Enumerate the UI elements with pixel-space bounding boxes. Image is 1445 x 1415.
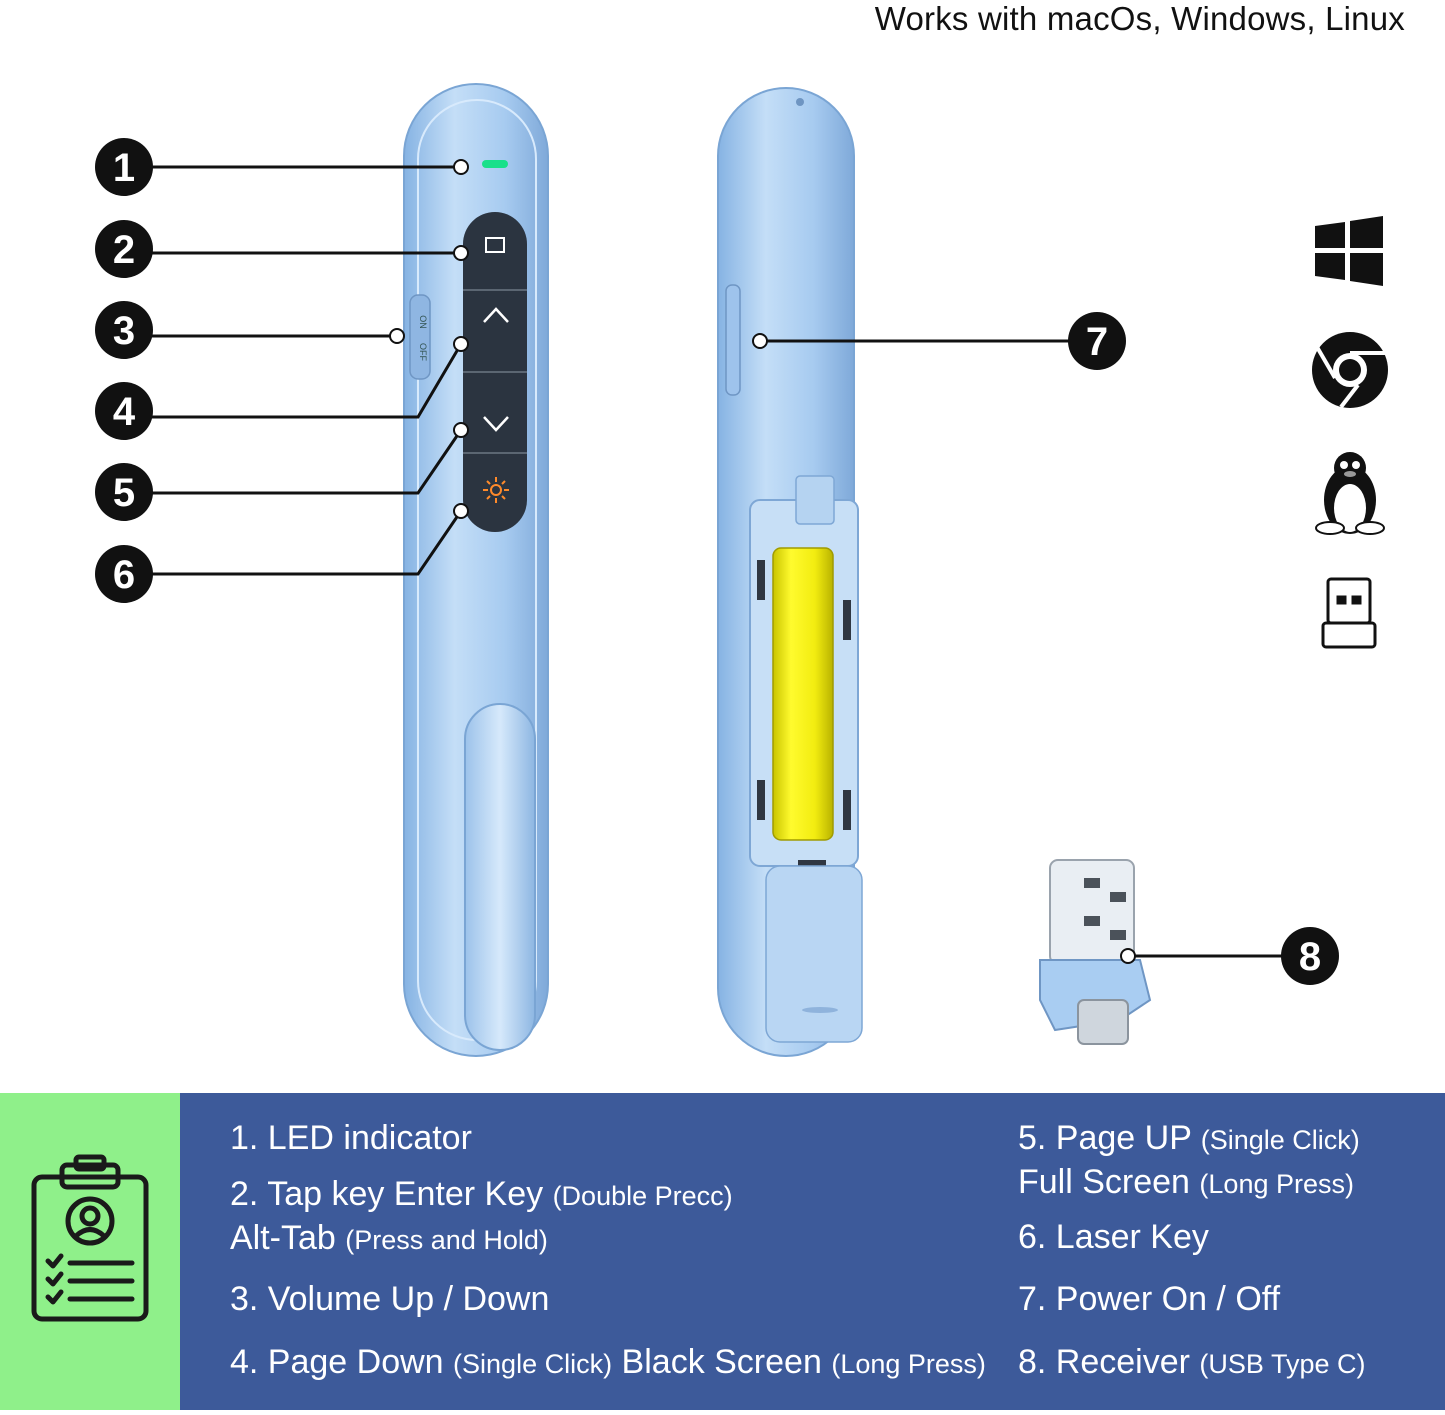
svg-text:6: 6 [113, 553, 135, 597]
svg-text:4: 4 [113, 390, 136, 434]
anchor-dots [389, 159, 1136, 964]
square-icon [485, 237, 505, 253]
tab-key-button[interactable] [485, 237, 505, 253]
callout-4: 4 [95, 382, 153, 440]
switch-off-label: OFF [418, 343, 428, 361]
legend-item-7: 7. Power On / Off [1018, 1280, 1281, 1318]
callout-6: 6 [95, 545, 153, 603]
chrome-icon [1312, 332, 1388, 409]
presenter-front: ON OFF [403, 83, 549, 1057]
clipboard-icon [31, 1154, 149, 1322]
led-indicator [482, 160, 508, 168]
callout-8: 8 [1281, 927, 1339, 985]
chevron-up-icon [483, 307, 509, 323]
callout-2: 2 [95, 220, 153, 278]
legend-panel: 1. LED indicator 2. Tap key Enter Key (D… [0, 1093, 1445, 1410]
callout-3: 3 [95, 301, 153, 359]
laser-icon [483, 477, 509, 503]
chevron-down-icon [483, 416, 509, 432]
svg-text:7: 7 [1086, 320, 1108, 364]
compatibility-text: Works with macOs, Windows, Linux [874, 0, 1405, 37]
power-switch[interactable] [409, 294, 431, 380]
leader-lines [124, 165, 1310, 958]
svg-text:8: 8 [1299, 935, 1321, 979]
battery [772, 547, 834, 841]
svg-text:5: 5 [113, 471, 135, 515]
callout-5: 5 [95, 463, 153, 521]
svg-text:2: 2 [113, 228, 135, 272]
svg-text:1: 1 [113, 146, 135, 190]
legend-item-2: 2. Tap key Enter Key (Double Precc) [230, 1175, 733, 1213]
legend-item-6: 6. Laser Key [1018, 1218, 1209, 1256]
svg-text:3: 3 [113, 309, 135, 353]
legend-item-1: 1. LED indicator [230, 1119, 472, 1157]
pocket-clip [464, 703, 536, 1051]
usb-receiver-icon [1321, 577, 1377, 649]
laser-key-button[interactable] [483, 477, 509, 503]
switch-on-label: ON [418, 315, 428, 329]
legend-icon-area [0, 1093, 180, 1410]
callout-7: 7 [1068, 312, 1126, 370]
legend-item-3: 3. Volume Up / Down [230, 1280, 550, 1318]
callout-1: 1 [95, 138, 153, 196]
linux-icon [1315, 452, 1385, 535]
legend-item-8: 8. Receiver (USB Type C) [1018, 1343, 1366, 1381]
volume-rocker[interactable] [725, 284, 741, 396]
windows-icon [1315, 216, 1383, 286]
legend-item-2b: Alt-Tab (Press and Hold) [230, 1219, 548, 1257]
page-down-button[interactable] [483, 416, 509, 432]
legend-item-5: 5. Page UP (Single Click) [1018, 1119, 1360, 1157]
legend-item-5b: Full Screen (Long Press) [1018, 1163, 1354, 1201]
page-up-button[interactable] [483, 307, 509, 323]
presenter-back [717, 87, 863, 1057]
usb-receiver [1039, 859, 1152, 1045]
product-illustration: ON OFF [95, 83, 1388, 1057]
legend-item-4: 4. Page Down (Single Click) Black Screen… [230, 1343, 986, 1381]
